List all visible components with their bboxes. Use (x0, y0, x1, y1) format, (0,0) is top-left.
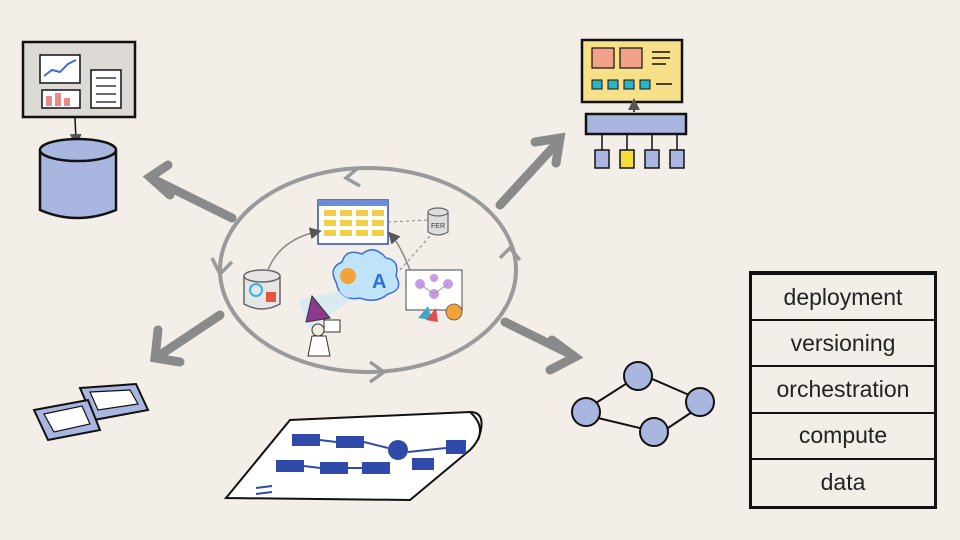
wizard-icon (305, 294, 341, 357)
dashboard-icon (21, 40, 137, 119)
compute-cloud-icon: A (332, 249, 400, 301)
stack-layer-compute: compute (752, 414, 934, 460)
stack-layer-deployment: deployment (752, 275, 934, 322)
arrow-bottom-left (150, 310, 225, 367)
database-icon (38, 137, 118, 220)
feature-store-icon: FER (427, 207, 449, 236)
blueprint-icon (223, 410, 483, 502)
ml-stack-table: deployment versioning orchestration comp… (749, 271, 937, 509)
dag-graph-icon (571, 361, 715, 447)
center-glyph: A (372, 271, 386, 293)
db-label: FER (431, 223, 445, 230)
app-ui-icon (580, 38, 684, 104)
arrow-bottom-right (500, 317, 584, 375)
service-icon (584, 112, 688, 169)
stack-layer-orchestration: orchestration (752, 367, 934, 414)
center-cycle (210, 166, 522, 384)
edge-devices-icon (32, 382, 150, 442)
stack-layer-versioning: versioning (752, 321, 934, 368)
snowflake-db-icon (243, 269, 281, 310)
arrow-top-right (495, 132, 566, 210)
pipeline-board-icon (405, 269, 463, 322)
data-table-icon (317, 199, 389, 245)
stack-layer-data: data (820, 469, 866, 496)
arrow-top-left (142, 160, 237, 223)
